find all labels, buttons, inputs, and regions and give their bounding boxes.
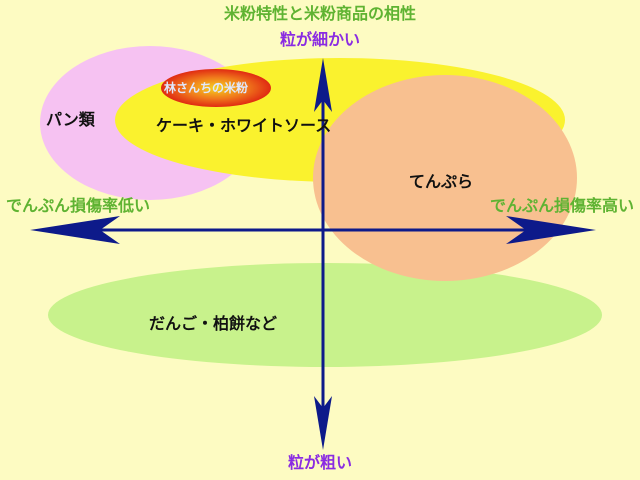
axis-label-right: でんぷん損傷率高い [489,196,634,215]
axis-label-bottom: 粒が粗い [287,453,352,472]
axis-label-top: 粒が細かい [279,30,360,49]
region-label-dango: だんご・柏餅など [149,314,278,333]
region-label-highlight: 林さんちの米粉 [164,81,249,95]
region-label-tempura: てんぷら [409,172,474,191]
region-dango [48,263,602,367]
region-label-bread: パン類 [46,110,95,129]
region-label-cake: ケーキ・ホワイトソース [156,116,332,135]
axis-label-left: でんぷん損傷率低い [6,196,151,215]
diagram-title: 米粉特性と米粉商品の相性 [223,4,416,23]
top-arrowhead [314,58,332,112]
region-highlight [161,69,271,107]
bottom-arrowhead [314,396,332,450]
left-arrowhead [30,216,120,244]
right-arrowhead [506,216,596,244]
